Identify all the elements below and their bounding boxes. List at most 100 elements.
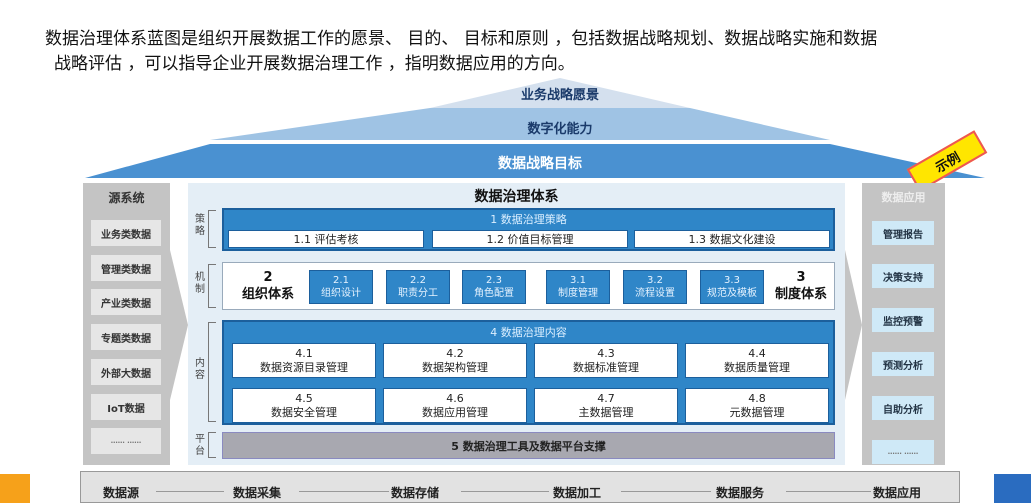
app-item: 预测分析	[872, 352, 934, 376]
strategy-item: 1.2 价值目标管理	[432, 230, 628, 248]
strategy-item: 1.1 评估考核	[228, 230, 424, 248]
source-item: 业务类数据	[91, 220, 161, 246]
sys-system: 3 制度体系	[767, 269, 835, 303]
item-label: 元数据管理	[729, 405, 785, 419]
orange-block	[0, 474, 30, 503]
source-column: 源系统 业务类数据 管理类数据 产业类数据 专题类数据 外部大数据 IoT数据 …	[83, 183, 170, 465]
source-item: 管理类数据	[91, 255, 161, 281]
item-num: 3.3	[724, 275, 740, 286]
item-num: 4.3	[597, 346, 615, 360]
arrow-out-icon	[845, 250, 862, 400]
item-label: 主数据管理	[578, 405, 634, 419]
org-item: 2.2 职责分工	[386, 270, 450, 304]
arrow-in-icon	[170, 250, 188, 400]
item-label: 流程设置	[635, 288, 675, 299]
side-label-mechanism: 机制	[195, 272, 205, 295]
flow-arrow	[786, 491, 871, 492]
bracket	[208, 322, 216, 422]
panel-title: 数据治理体系	[474, 189, 559, 205]
item-label: 数据安全管理	[271, 405, 337, 419]
bracket	[208, 432, 216, 458]
item-label: 规范及模板	[707, 288, 757, 299]
flow-arrow	[156, 491, 224, 492]
flow-step: 数据加工	[553, 486, 602, 500]
app-item: 决策支持	[872, 264, 934, 288]
vision-label: 业务战略愿景	[520, 88, 599, 103]
item-label: 数据标准管理	[573, 360, 639, 374]
item-num: 2.2	[410, 275, 426, 286]
sys-num: 3	[796, 270, 806, 285]
source-item: 专题类数据	[91, 324, 161, 350]
side-label-platform: 平台	[195, 434, 205, 457]
side-label-strategy: 策略	[195, 214, 205, 237]
item-num: 4.8	[748, 391, 766, 405]
strategy-box: 1 数据治理策略 1.1 评估考核 1.2 价值目标管理 1.3 数据文化建设	[222, 208, 835, 251]
item-num: 4.1	[295, 346, 313, 360]
app-column: 数据应用 管理报告 决策支持 监控预警 预测分析 自助分析 …… ……	[862, 183, 945, 465]
item-num: 4.6	[446, 391, 464, 405]
item-label: 角色配置	[474, 288, 514, 299]
app-item: 监控预警	[872, 308, 934, 332]
flow-arrow	[299, 491, 389, 492]
content-header: 4 数据治理内容	[490, 326, 567, 339]
source-item: IoT数据	[91, 394, 161, 420]
org-system: 2 组织体系	[233, 269, 303, 303]
item-label: 数据质量管理	[724, 360, 790, 374]
item-num: 4.2	[446, 346, 464, 360]
roof-middle	[210, 108, 830, 140]
item-num: 4.4	[748, 346, 766, 360]
side-label-content: 内容	[195, 358, 205, 381]
item-label: 数据资源目录管理	[260, 360, 348, 374]
item-label: 数据架构管理	[422, 360, 488, 374]
item-num: 4.7	[597, 391, 615, 405]
intro-line-2: 战略评估 ，可以指导企业开展数据治理工作 ，指明数据应用的方向。	[54, 54, 575, 74]
flow-bar: 数据源 数据采集 数据存储 数据加工 数据服务 数据应用	[80, 471, 960, 503]
app-item: …… ……	[872, 440, 934, 464]
flow-step: 数据服务	[716, 486, 765, 500]
sys-item: 3.3 规范及模板	[700, 270, 764, 304]
flow-arrow	[461, 491, 549, 492]
app-item: 自助分析	[872, 396, 934, 420]
org-num: 2	[263, 270, 273, 285]
sys-label: 制度体系	[774, 287, 827, 302]
intro-line-1: 数据治理体系蓝图是组织开展数据工作的愿景、 目的、 目标和原则 ，包括数据战略规…	[45, 29, 878, 49]
flow-step: 数据源	[103, 486, 140, 500]
roof-base	[85, 144, 985, 178]
platform-bar: 5 数据治理工具及数据平台支撑	[222, 432, 835, 459]
source-item: 外部大数据	[91, 359, 161, 385]
item-label: 数据应用管理	[422, 405, 488, 419]
flow-arrow	[621, 491, 711, 492]
goal-label: 数据战略目标	[498, 156, 582, 172]
bracket	[208, 210, 216, 248]
sys-item: 3.2 流程设置	[623, 270, 687, 304]
item-label: 职责分工	[398, 288, 438, 299]
flow-step: 数据采集	[233, 486, 282, 500]
item-num: 3.2	[647, 275, 663, 286]
source-title: 源系统	[108, 191, 145, 205]
item-label: 制度管理	[558, 288, 598, 299]
blue-block	[994, 474, 1031, 503]
app-title: 数据应用	[881, 191, 926, 204]
bracket	[208, 264, 216, 308]
app-item: 管理报告	[872, 221, 934, 245]
capability-label: 数字化能力	[527, 122, 593, 137]
source-item: 产业类数据	[91, 289, 161, 315]
item-label: 组织设计	[321, 288, 361, 299]
flow-step: 数据应用	[873, 486, 922, 500]
flow-step: 数据存储	[391, 486, 440, 500]
strategy-header: 1 数据治理策略	[490, 213, 567, 226]
strategy-item: 1.3 数据文化建设	[634, 230, 830, 248]
